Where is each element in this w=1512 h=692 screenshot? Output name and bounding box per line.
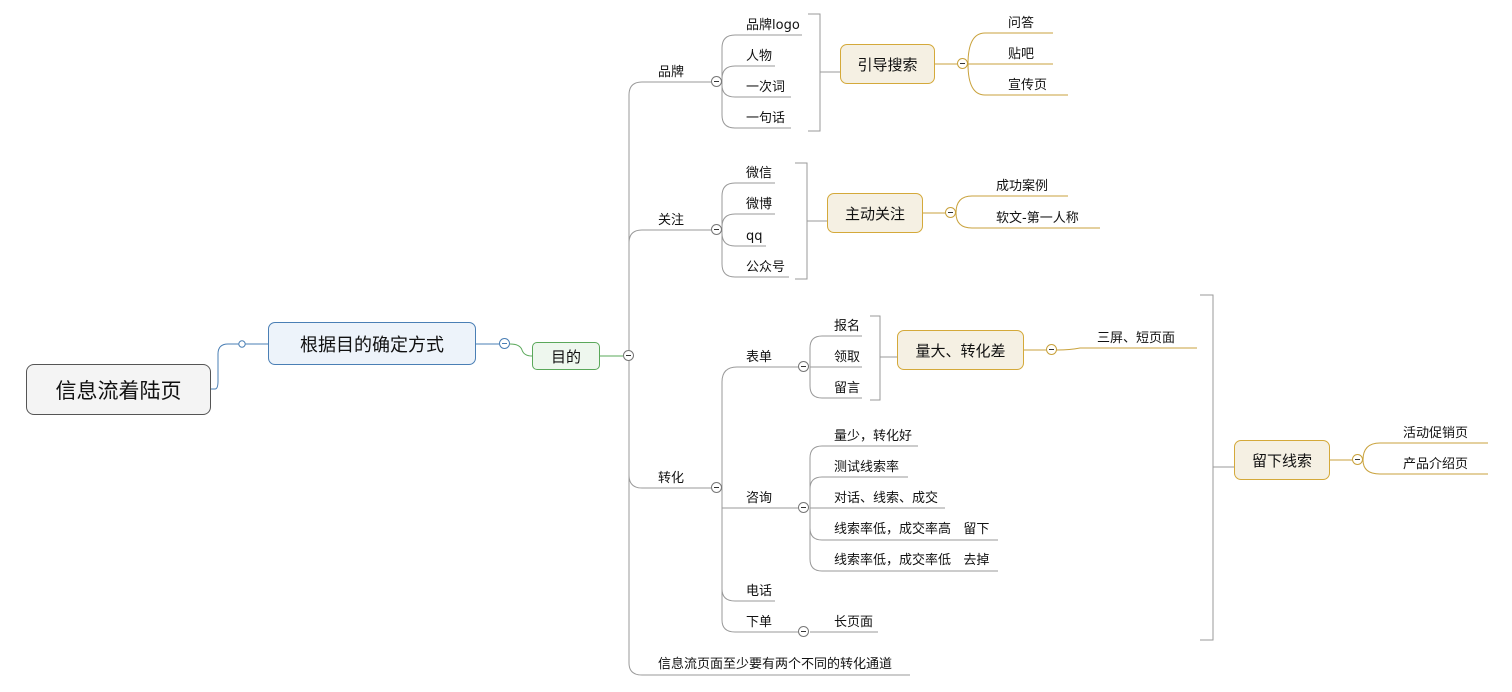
follow-outcome[interactable]: 软文-第一人称 [996, 211, 1079, 226]
volume-label: 量大、转化差 [915, 341, 1006, 360]
follow-topic[interactable]: 关注 [658, 213, 685, 228]
collapse-active-follow-toggle[interactable] [945, 207, 956, 218]
follow-item[interactable]: qq [746, 229, 763, 244]
form-outcome[interactable]: 三屏、短页面 [1097, 331, 1176, 346]
brand-item[interactable]: 品牌logo [746, 18, 800, 33]
consult-topic[interactable]: 咨询 [746, 491, 773, 506]
follow-item[interactable]: 微博 [746, 197, 773, 212]
guide-search-label: 引导搜索 [857, 55, 918, 74]
convert-topic[interactable]: 转化 [658, 471, 685, 486]
brand-item[interactable]: 一句话 [746, 111, 786, 126]
follow-item[interactable]: 公众号 [746, 260, 786, 275]
collapse-leads-toggle[interactable] [1352, 454, 1363, 465]
consult-item[interactable]: 线索率低，成交率高 留下 [834, 522, 990, 537]
channel-note[interactable]: 信息流页面至少要有两个不同的转化通道 [658, 657, 893, 672]
form-item[interactable]: 领取 [834, 350, 861, 365]
active-follow-topic[interactable]: 主动关注 [827, 193, 923, 233]
follow-outcome[interactable]: 成功案例 [996, 179, 1049, 194]
active-follow-label: 主动关注 [844, 204, 905, 223]
collapse-follow-toggle[interactable] [711, 224, 722, 235]
collapse-convert-toggle[interactable] [711, 482, 722, 493]
order-topic[interactable]: 下单 [746, 615, 773, 630]
leads-outcome[interactable]: 产品介绍页 [1403, 457, 1469, 472]
form-item[interactable]: 留言 [834, 381, 861, 396]
guide-search-topic[interactable]: 引导搜索 [840, 44, 935, 84]
collapse-order-toggle[interactable] [798, 626, 809, 637]
collapse-volume-toggle[interactable] [1046, 344, 1057, 355]
form-topic[interactable]: 表单 [746, 350, 773, 365]
phone-topic[interactable]: 电话 [746, 584, 773, 599]
collapse-purpose-toggle[interactable] [623, 350, 634, 361]
collapse-search-toggle[interactable] [957, 58, 968, 69]
consult-item[interactable]: 测试线索率 [834, 460, 900, 475]
order-item[interactable]: 长页面 [834, 615, 874, 630]
leads-outcome[interactable]: 活动促销页 [1403, 426, 1469, 441]
brand-item[interactable]: 人物 [746, 49, 773, 64]
collapse-form-toggle[interactable] [798, 361, 809, 372]
follow-item[interactable]: 微信 [746, 166, 773, 181]
brand-outcome[interactable]: 宣传页 [1008, 78, 1048, 93]
brand-outcome[interactable]: 贴吧 [1008, 47, 1035, 62]
form-item[interactable]: 报名 [834, 319, 861, 334]
root-topic-label: 信息流着陆页 [55, 378, 182, 403]
brand-outcome[interactable]: 问答 [1008, 16, 1035, 31]
consult-item[interactable]: 量少，转化好 [834, 429, 913, 444]
collapse-brand-toggle[interactable] [711, 76, 722, 87]
purpose-topic[interactable]: 目的 [532, 342, 600, 370]
leave-leads-label: 留下线索 [1251, 451, 1312, 470]
purpose-topic-label: 目的 [550, 347, 581, 366]
brand-item[interactable]: 一次词 [746, 80, 786, 95]
method-topic-label: 根据目的确定方式 [300, 334, 444, 356]
consult-item[interactable]: 对话、线索、成交 [834, 491, 939, 506]
consult-item[interactable]: 线索率低，成交率低 去掉 [834, 553, 990, 568]
brand-topic[interactable]: 品牌 [658, 65, 685, 80]
leave-leads-topic[interactable]: 留下线索 [1234, 440, 1330, 480]
method-topic[interactable]: 根据目的确定方式 [268, 322, 476, 365]
collapse-method-toggle[interactable] [499, 338, 510, 349]
root-topic[interactable]: 信息流着陆页 [26, 364, 211, 415]
collapse-consult-toggle[interactable] [798, 502, 809, 513]
volume-topic[interactable]: 量大、转化差 [897, 330, 1024, 370]
